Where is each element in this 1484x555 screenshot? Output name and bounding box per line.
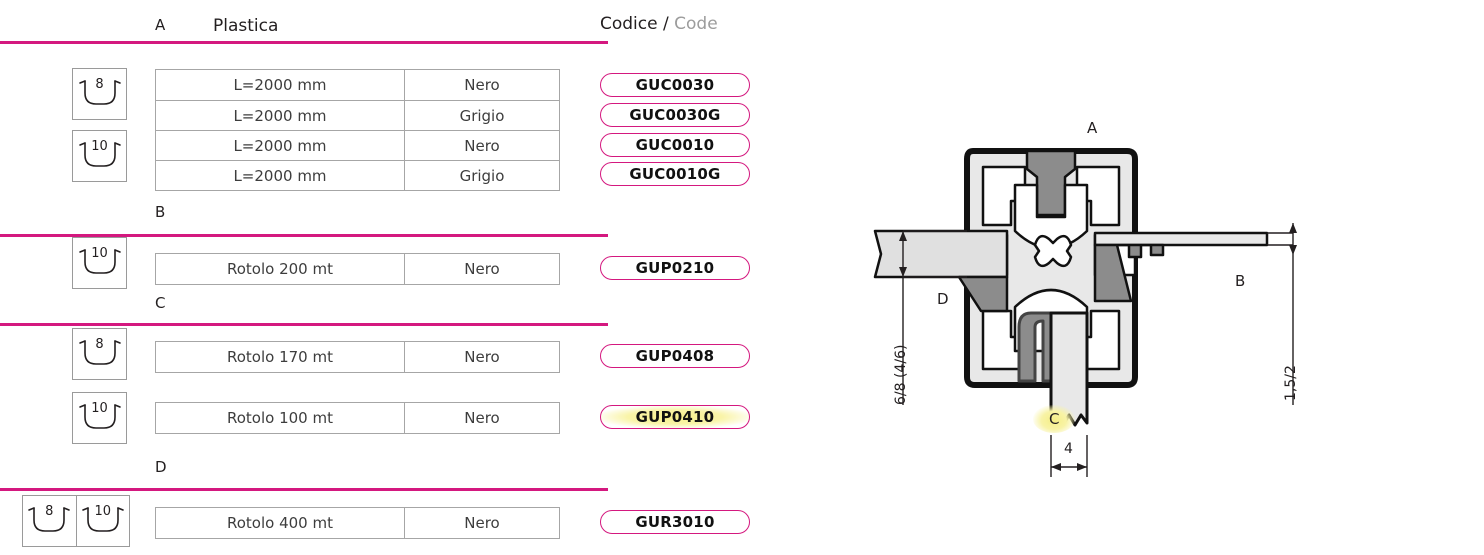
icon-half-10[interactable]: 10 — [75, 496, 130, 546]
dimension-arrows — [899, 223, 1297, 471]
groove-size-label: 8 — [95, 77, 104, 92]
table-row[interactable]: L=2000 mm Grigio — [156, 100, 559, 130]
groove-size-label: 10 — [91, 246, 108, 261]
code-pill[interactable]: GUP0210 — [600, 256, 750, 280]
code-pill[interactable]: GUC0010 — [600, 133, 750, 157]
table-row[interactable]: L=2000 mm Grigio — [156, 160, 559, 190]
cell-length: L=2000 mm — [233, 136, 327, 155]
drawing-label-b: B — [1235, 272, 1246, 290]
groove-size-label: 8 — [45, 504, 54, 519]
table-row[interactable]: L=2000 mm Nero — [156, 130, 559, 160]
groove-8-icon: 8 — [76, 77, 124, 111]
cell-length: Rotolo 170 mt — [227, 348, 333, 366]
code-header-en: Code — [674, 14, 718, 34]
groove-size-label: 10 — [91, 401, 108, 416]
drawing-label-c: C — [1033, 405, 1076, 433]
table-section-d: Rotolo 400 mt Nero — [155, 507, 560, 539]
icon-half-8[interactable]: 8 — [23, 496, 76, 546]
groove-10-icon: 10 — [79, 504, 127, 538]
divider-c — [0, 323, 608, 326]
code-header-it: Codice — [600, 14, 658, 34]
dimension-lines — [902, 223, 1294, 477]
technical-drawing: A B C D 6/8 (4/6) 1,5/2 4 — [855, 105, 1315, 525]
code-header-sep: / — [663, 14, 669, 34]
table-section-a: L=2000 mm Nero L=2000 mm Grigio L=2000 m… — [155, 69, 560, 191]
page-title: Plastica — [213, 16, 279, 36]
dimension-bottom: 4 — [1064, 441, 1073, 457]
groove-8-icon: 8 — [25, 504, 73, 538]
icon-box-a-10[interactable]: 10 — [72, 130, 127, 182]
section-letter-b: B — [155, 203, 166, 221]
table-section-b: Rotolo 200 mt Nero — [155, 253, 560, 285]
cell-color: Nero — [404, 508, 559, 538]
table-row[interactable]: L=2000 mm Nero — [156, 70, 559, 100]
drawing-label-a: A — [1087, 119, 1098, 137]
cell-length: L=2000 mm — [233, 106, 327, 125]
groove-size-label: 10 — [94, 504, 112, 519]
code-pill[interactable]: GUC0030G — [600, 103, 750, 127]
cell-length: Rotolo 400 mt — [227, 514, 333, 532]
icon-box-b-10[interactable]: 10 — [72, 237, 127, 289]
cell-color: Nero — [404, 342, 559, 372]
cell-color: Nero — [404, 70, 559, 100]
dimension-left: 6/8 (4/6) — [893, 344, 909, 405]
divider-d — [0, 488, 608, 491]
cell-length: Rotolo 200 mt — [227, 260, 333, 278]
cell-color: Nero — [404, 254, 559, 284]
groove-8-icon: 8 — [76, 337, 124, 371]
icon-box-d-pair[interactable]: 8 10 — [22, 495, 130, 547]
divider-a — [0, 41, 608, 44]
icon-box-a-8[interactable]: 8 — [72, 68, 127, 120]
section-letter-a: A — [155, 16, 166, 34]
cell-color: Grigio — [404, 161, 559, 190]
drawing-label-d: D — [937, 290, 949, 308]
code-pill[interactable]: GUC0010G — [600, 162, 750, 186]
cell-length: L=2000 mm — [233, 76, 327, 94]
table-section-c-row1: Rotolo 170 mt Nero — [155, 341, 560, 373]
cell-color: Nero — [404, 403, 559, 433]
code-pill[interactable]: GUR3010 — [600, 510, 750, 534]
groove-size-label: 8 — [95, 337, 104, 352]
code-pill[interactable]: GUP0408 — [600, 344, 750, 368]
section-letter-c: C — [155, 294, 166, 312]
code-pill-highlighted[interactable]: GUP0410 — [600, 405, 750, 429]
groove-size-label: 10 — [91, 139, 108, 154]
table-row[interactable]: Rotolo 400 mt Nero — [156, 508, 559, 538]
code-column-header: Codice / Code — [600, 14, 718, 34]
table-row[interactable]: Rotolo 100 mt Nero — [156, 403, 559, 433]
icon-box-c-8[interactable]: 8 — [72, 328, 127, 380]
profile-cross-section — [873, 148, 1269, 427]
icon-box-c-10[interactable]: 10 — [72, 392, 127, 444]
table-row[interactable]: Rotolo 170 mt Nero — [156, 342, 559, 372]
code-pill[interactable]: GUC0030 — [600, 73, 750, 97]
cell-color: Nero — [404, 131, 559, 160]
groove-10-icon: 10 — [76, 401, 124, 435]
table-section-c-row2: Rotolo 100 mt Nero — [155, 402, 560, 434]
cell-length: L=2000 mm — [233, 166, 327, 185]
section-letter-d: D — [155, 458, 167, 476]
cell-color: Grigio — [404, 101, 559, 130]
cell-length: Rotolo 100 mt — [227, 409, 333, 427]
dimension-right: 1,5/2 — [1283, 365, 1299, 401]
table-row[interactable]: Rotolo 200 mt Nero — [156, 254, 559, 284]
groove-10-icon: 10 — [76, 139, 124, 173]
divider-b — [0, 234, 608, 237]
groove-10-icon: 10 — [76, 246, 124, 280]
